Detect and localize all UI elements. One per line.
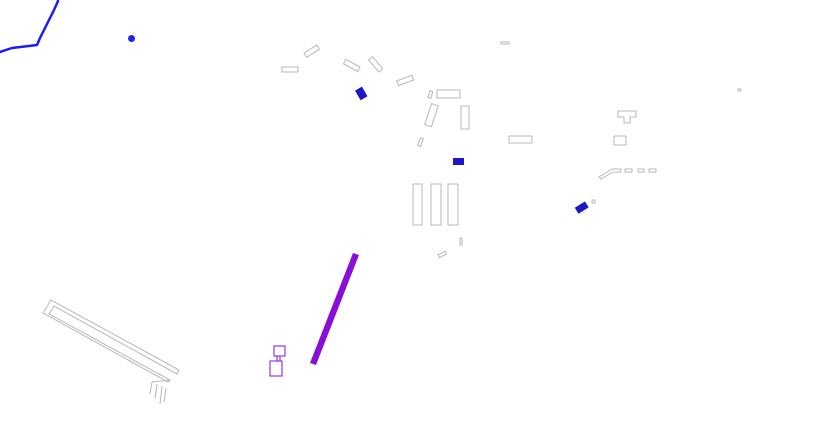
hangar <box>412 183 423 226</box>
building <box>737 88 742 92</box>
building <box>436 89 461 99</box>
building-t-shaped <box>617 110 637 124</box>
building <box>459 237 463 246</box>
highlighted-structure <box>273 345 286 357</box>
highlighted-runway[interactable] <box>269 253 359 377</box>
building-angled <box>598 168 622 180</box>
building <box>342 58 361 73</box>
runway-strip <box>310 253 359 365</box>
point-marker[interactable] <box>128 35 135 42</box>
hangar <box>447 183 459 226</box>
highlighted-building <box>574 201 589 214</box>
highlighted-buildings[interactable] <box>355 86 589 214</box>
building <box>648 168 657 173</box>
building <box>613 135 627 146</box>
building <box>637 168 645 173</box>
building <box>417 137 424 148</box>
highlighted-building <box>453 158 464 165</box>
building <box>460 105 470 130</box>
building <box>396 74 415 87</box>
building <box>508 135 533 144</box>
highlighted-building <box>355 86 368 101</box>
building <box>303 44 321 58</box>
long-structure-ends <box>149 379 171 405</box>
building <box>591 199 596 204</box>
highlighted-structure <box>269 360 283 377</box>
waterway-line <box>0 0 60 54</box>
building-outlines <box>42 41 742 405</box>
building <box>281 66 299 73</box>
building <box>427 90 434 99</box>
highlighted-structure <box>276 355 281 362</box>
building <box>500 41 510 45</box>
hangar <box>430 183 442 226</box>
building <box>437 250 448 259</box>
building <box>424 102 439 128</box>
long-structure <box>42 299 180 383</box>
building <box>367 55 384 73</box>
building <box>624 168 633 173</box>
